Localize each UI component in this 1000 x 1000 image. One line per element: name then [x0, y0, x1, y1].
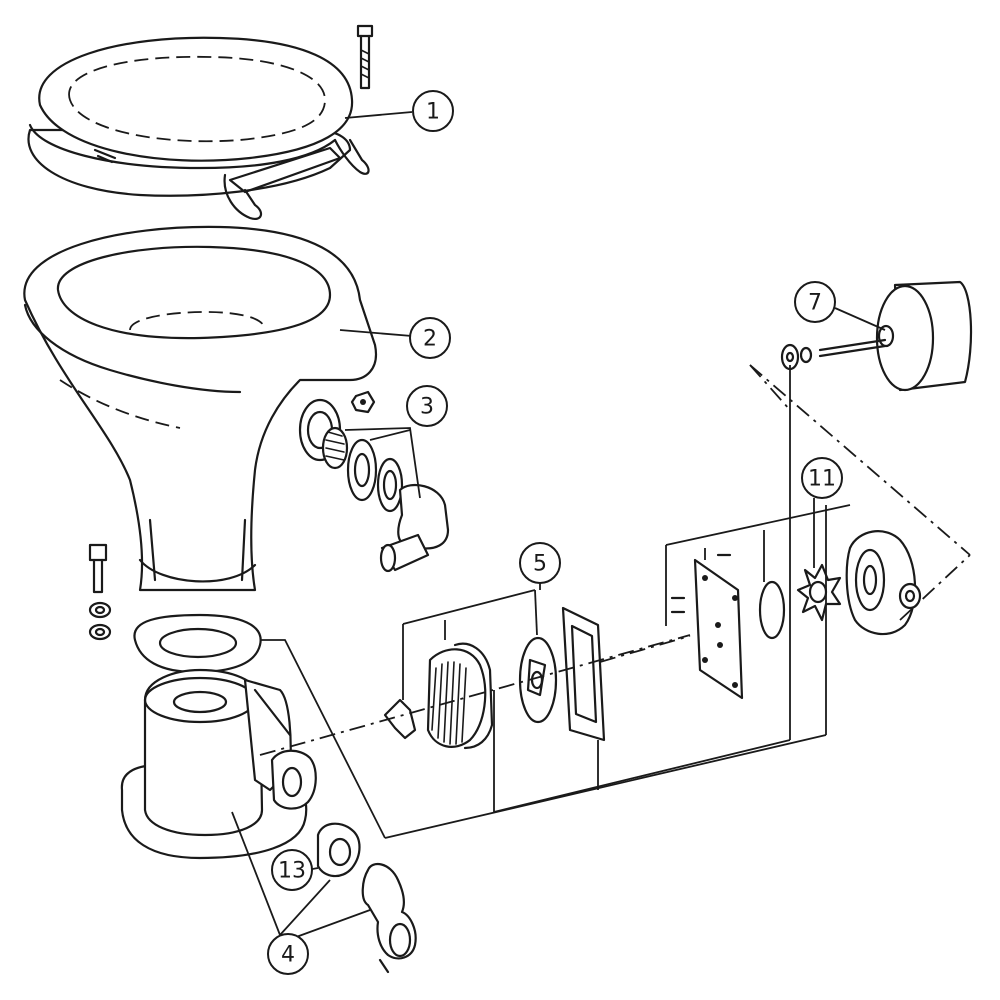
callout-3: 3: [406, 385, 448, 427]
callout-2: 2: [409, 317, 451, 359]
leader-lines: [231, 111, 886, 941]
motor: [780, 280, 973, 392]
callout-5: 5: [519, 542, 561, 584]
macerator: [383, 606, 606, 750]
svg-text:1: 1: [426, 100, 440, 125]
svg-text:13: 13: [278, 859, 306, 884]
callout-13: 13: [271, 849, 313, 891]
inlet-fitting: [321, 426, 450, 573]
callout-1: 1: [412, 90, 454, 132]
svg-text:5: 5: [533, 552, 547, 577]
svg-text:3: 3: [420, 395, 434, 420]
svg-text:11: 11: [808, 467, 836, 492]
callout-4: 4: [267, 933, 309, 975]
callout-11: 11: [801, 457, 843, 499]
base-screw: [88, 543, 112, 641]
flush-pump: [670, 530, 922, 700]
seat-and-lid: [27, 24, 374, 220]
svg-text:4: 4: [281, 943, 295, 968]
discharge-flange: [316, 822, 417, 974]
assembly-lines: [259, 364, 971, 756]
svg-text:2: 2: [423, 327, 437, 352]
svg-text:7: 7: [808, 291, 822, 316]
callout-7: 7: [794, 281, 836, 323]
bowl: [23, 225, 378, 592]
pump-base: [120, 613, 317, 860]
